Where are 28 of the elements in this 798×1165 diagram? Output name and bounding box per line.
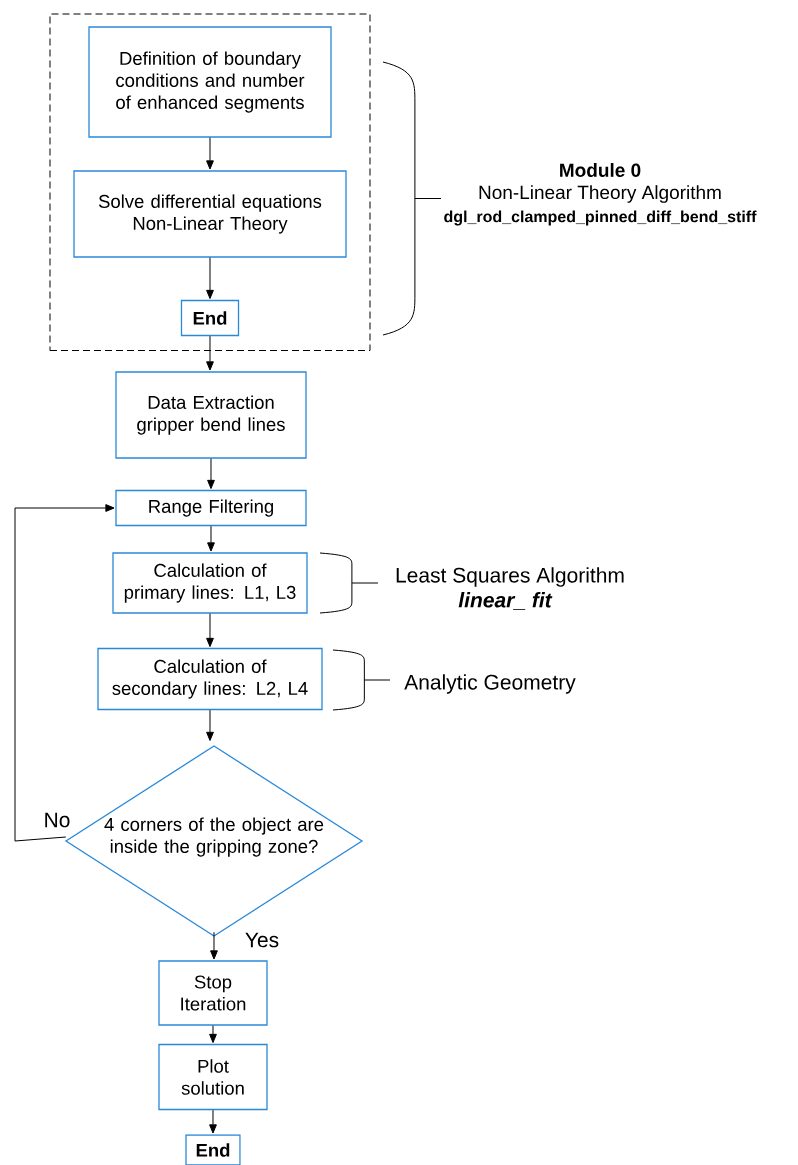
annotation-text: Least Squares Algorithm <box>396 567 624 587</box>
annotation-text: Module 0 <box>560 163 641 177</box>
process-box: Stop Iteration <box>158 960 268 1026</box>
arrow <box>206 335 214 371</box>
module-frame <box>49 13 371 351</box>
arrow <box>14 504 115 842</box>
arrow <box>206 613 214 647</box>
arrow <box>206 137 214 170</box>
process-box: Calculation of primary lines: L1, L3 <box>112 552 308 614</box>
arrow <box>210 931 218 960</box>
annotation-text: linear_ fit <box>458 592 553 610</box>
arrow <box>207 525 215 552</box>
arrow <box>207 458 215 489</box>
process-box: Solve differential equations Non-Linear Theory <box>73 170 347 258</box>
process-box: Definition of boundary conditions and number of enhanced segments <box>88 26 332 138</box>
process-box: Plot solution <box>158 1043 268 1111</box>
annotation-text: Non-Linear Theory Algorithm <box>479 185 721 203</box>
process-box: Range Filtering <box>115 489 307 527</box>
annotation-text: Analytic Geometry <box>404 674 576 694</box>
process-box: Calculation of secondary lines: L2, L4 <box>97 647 323 711</box>
annotation-text: dgl_rod_clamped_pinned_diff_bend_stiff <box>444 210 757 226</box>
process-box: End <box>180 299 240 337</box>
arrow <box>206 257 214 299</box>
arrow <box>206 709 214 741</box>
process-box: Data Extraction gripper bend lines <box>115 371 307 459</box>
process-box: End <box>185 1134 241 1165</box>
arrow <box>209 1109 217 1134</box>
arrow <box>209 1025 217 1043</box>
